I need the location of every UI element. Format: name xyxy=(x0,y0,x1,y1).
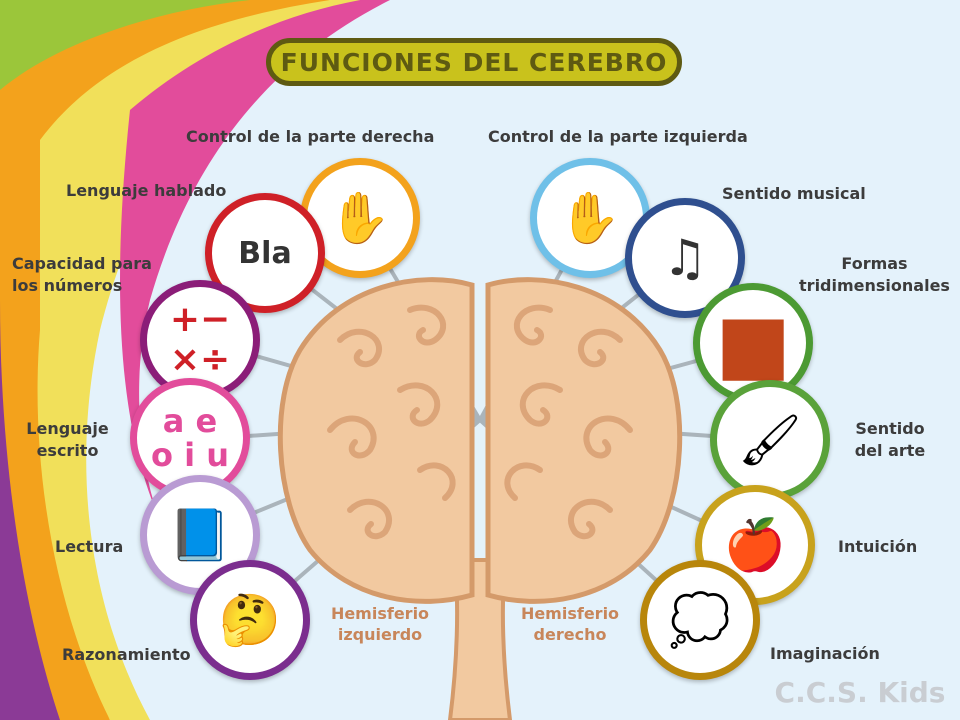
label-hemisferio-izquierdo: Hemisferio izquierdo xyxy=(330,604,430,644)
paintbrush-icon: 🖌 xyxy=(710,380,830,500)
dreaming-figure-icon: 💭 xyxy=(640,560,760,680)
label-lenguaje-hablado: Lenguaje hablado xyxy=(66,181,227,200)
cube-icon: ■ xyxy=(693,283,813,403)
watermark-logo: C.C.S. Kids xyxy=(774,676,946,709)
label-lectura: Lectura xyxy=(55,537,124,556)
thinking-figure-icon: 🤔 xyxy=(190,560,310,680)
label-formas-tridimensionales: Formas tridimensionales xyxy=(799,254,950,295)
label-sentido-musical: Sentido musical xyxy=(722,184,866,203)
page-title: FUNCIONES DEL CEREBRO xyxy=(266,38,682,86)
label-imaginacion: Imaginación xyxy=(770,644,880,663)
hand-icon: ✋ xyxy=(530,158,650,278)
label-control-izquierda: Control de la parte izquierda xyxy=(488,127,748,146)
label-sentido-arte: Sentido del arte xyxy=(854,419,926,460)
label-lenguaje-escrito: Lenguaje escrito xyxy=(26,419,109,460)
label-razonamiento: Razonamiento xyxy=(62,645,191,664)
label-intuicion: Intuición xyxy=(838,537,918,556)
label-capacidad-numeros: Capacidad para los números xyxy=(12,254,152,295)
apple-arrow-icon: 🍎 xyxy=(695,485,815,605)
brain-illustration xyxy=(277,277,683,720)
label-hemisferio-derecho: Hemisferio derecho xyxy=(520,604,620,644)
label-control-derecha: Control de la parte derecha xyxy=(186,127,435,146)
speech-mouth-icon: Bla xyxy=(205,193,325,313)
